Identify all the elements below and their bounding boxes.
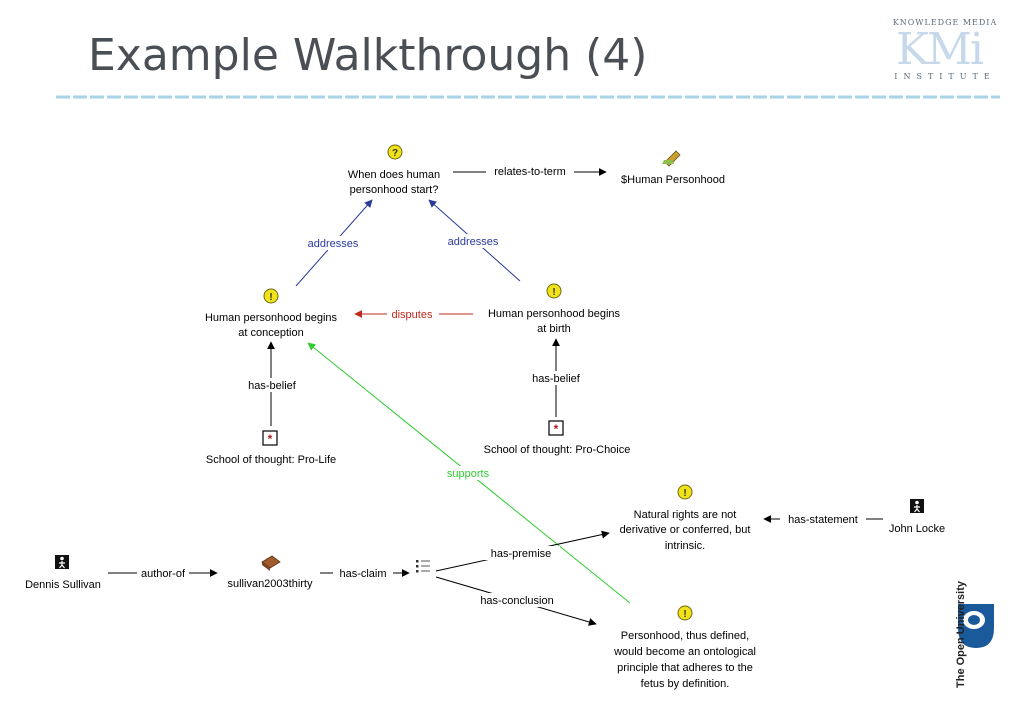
svg-text:!: !: [683, 488, 686, 499]
link-has-conclusion: has-conclusion: [435, 576, 597, 626]
exclamation-icon: !: [677, 605, 693, 621]
svg-text:!: !: [269, 292, 272, 303]
node-label: personhood start?: [350, 184, 439, 196]
link-label-has-conclusion: has-conclusion: [480, 595, 553, 607]
list-icon: [416, 560, 430, 573]
node-conclusion[interactable]: ! Personhood, thus defined, would become…: [613, 605, 756, 690]
svg-text:!: !: [552, 287, 555, 298]
svg-text:*: *: [268, 432, 273, 446]
school-icon: *: [262, 430, 278, 446]
node-dennis-sullivan[interactable]: Dennis Sullivan: [25, 555, 101, 591]
link-supports: supports: [307, 342, 631, 604]
node-label: Natural rights are not: [634, 509, 737, 521]
exclamation-icon: !: [677, 484, 693, 500]
node-publication[interactable]: sullivan2003thirty: [228, 555, 313, 590]
link-label-relates-to-term: relates-to-term: [494, 166, 566, 178]
link-has-claim: has-claim: [320, 568, 410, 580]
pencil-icon: [662, 150, 681, 167]
node-question[interactable]: ? When does human personhood start?: [348, 144, 440, 196]
link-label-has-belief-left: has-belief: [248, 380, 297, 392]
link-addresses-right: addresses: [428, 199, 521, 282]
link-has-premise: has-premise: [435, 530, 610, 572]
node-natural-rights[interactable]: ! Natural rights are not derivative or c…: [620, 484, 751, 552]
node-label: would become an ontological: [613, 646, 756, 658]
link-label-author-of: author-of: [141, 568, 186, 580]
node-term[interactable]: $Human Personhood: [621, 150, 725, 186]
node-conception[interactable]: ! Human personhood begins at conception: [205, 288, 338, 339]
link-disputes: disputes: [354, 309, 473, 321]
link-has-belief-right: has-belief: [524, 338, 588, 417]
title-divider: [56, 95, 1000, 99]
link-has-belief-left: has-belief: [240, 341, 304, 426]
link-author-of: author-of: [108, 568, 218, 580]
node-label: principle that adheres to the: [617, 662, 753, 674]
node-label: Dennis Sullivan: [25, 579, 101, 591]
node-label: sullivan2003thirty: [228, 578, 313, 590]
person-icon: [910, 499, 924, 513]
node-label: Human personhood begins: [205, 312, 338, 324]
node-label: at conception: [238, 327, 303, 339]
node-label: fetus by definition.: [641, 678, 730, 690]
logo-big-text: KMi: [896, 24, 984, 75]
link-label-has-statement: has-statement: [788, 514, 858, 526]
person-icon: [55, 555, 69, 569]
node-label: School of thought: Pro-Life: [206, 454, 336, 466]
node-prolife[interactable]: * School of thought: Pro-Life: [206, 430, 336, 466]
node-prochoice[interactable]: * School of thought: Pro-Choice: [484, 420, 631, 456]
node-label: $Human Personhood: [621, 174, 725, 186]
logo-top-text: KNOWLEDGE MEDIA: [892, 18, 998, 27]
link-label-addresses-right: addresses: [448, 236, 499, 248]
node-birth[interactable]: ! Human personhood begins at birth: [488, 283, 621, 335]
svg-text:!: !: [683, 609, 686, 620]
link-label-has-premise: has-premise: [491, 548, 552, 560]
link-has-statement: has-statement: [763, 514, 883, 526]
link-addresses-left: addresses: [295, 199, 373, 287]
link-label-supports: supports: [447, 468, 490, 480]
link-relates-to-term: relates-to-term: [453, 166, 607, 178]
logo-bottom-text: INSTITUTE: [894, 72, 996, 81]
node-label: John Locke: [889, 523, 945, 535]
open-university-logo-icon: [958, 604, 994, 648]
node-label: derivative or conferred, but: [620, 524, 751, 536]
node-label: Personhood, thus defined,: [621, 630, 749, 642]
exclamation-icon: !: [263, 288, 279, 304]
node-label: intrinsic.: [665, 540, 705, 552]
question-icon: ?: [387, 144, 403, 160]
slide-title: Example Walkthrough (4): [88, 30, 648, 81]
link-label-addresses-left: addresses: [308, 238, 359, 250]
book-icon: [261, 555, 281, 571]
node-argument[interactable]: [416, 560, 430, 573]
node-label: Human personhood begins: [488, 308, 621, 320]
node-label: at birth: [537, 323, 571, 335]
link-label-has-belief-right: has-belief: [532, 373, 581, 385]
school-icon: *: [548, 420, 564, 436]
kmi-logo: KNOWLEDGE MEDIA KMi INSTITUTE: [886, 18, 1004, 84]
svg-text:?: ?: [392, 148, 398, 159]
exclamation-icon: !: [546, 283, 562, 299]
open-university-wordmark: The Open University: [955, 581, 967, 688]
node-john-locke[interactable]: John Locke: [889, 499, 945, 535]
link-label-disputes: disputes: [392, 309, 433, 321]
link-label-has-claim: has-claim: [339, 568, 386, 580]
node-label: School of thought: Pro-Choice: [484, 444, 631, 456]
node-label: When does human: [348, 169, 440, 181]
svg-text:*: *: [554, 422, 559, 436]
